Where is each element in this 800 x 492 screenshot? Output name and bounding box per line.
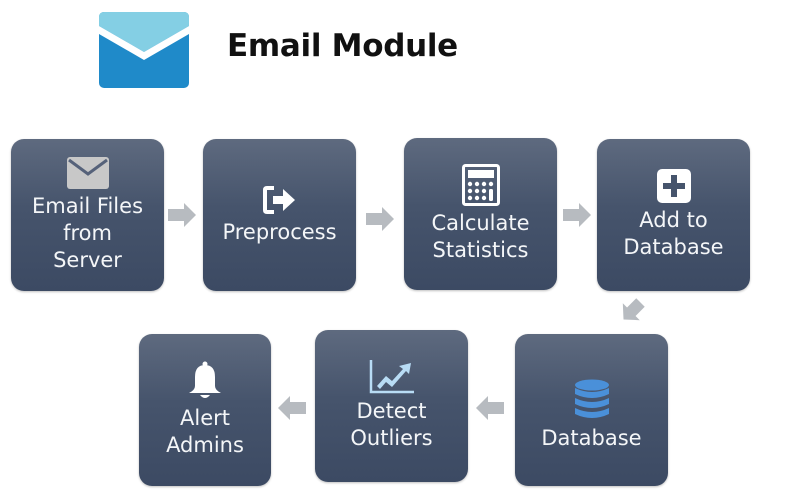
sign-out-icon (262, 185, 295, 214)
step-email-files: Email Files from Server (11, 139, 164, 291)
step-alert-admins: Alert Admins (139, 334, 271, 486)
arrow-left-icon (278, 396, 306, 420)
plus-square-icon (656, 169, 691, 203)
envelope-icon (66, 156, 109, 189)
step-calculate-statistics: Calculate Statistics (404, 138, 557, 290)
step-label: Email Files from Server (31, 193, 144, 272)
step-label: Alert Admins (166, 406, 244, 457)
arrow-right-icon (366, 207, 394, 231)
step-detect-outliers: Detect Outliers (315, 330, 468, 482)
step-label: Calculate Statistics (431, 211, 530, 262)
step-label: Add to Database (623, 208, 724, 259)
arrow-right-icon (168, 203, 196, 227)
arrow-right-icon (563, 203, 591, 227)
envelope-logo-icon (99, 12, 189, 88)
page-title: Email Module (227, 28, 458, 64)
step-label: Detect Outliers (350, 399, 433, 450)
step-preprocess: Preprocess (203, 139, 356, 291)
step-database: Database (515, 334, 668, 486)
calculator-icon (461, 164, 500, 206)
arrow-left-icon (476, 396, 504, 420)
step-label: Database (541, 425, 642, 450)
step-label: Preprocess (222, 219, 337, 244)
arrow-down-left-icon (622, 298, 645, 321)
step-add-to-database: Add to Database (597, 139, 750, 291)
line-chart-icon (369, 360, 414, 394)
database-icon (574, 379, 609, 418)
bell-icon (189, 361, 221, 398)
